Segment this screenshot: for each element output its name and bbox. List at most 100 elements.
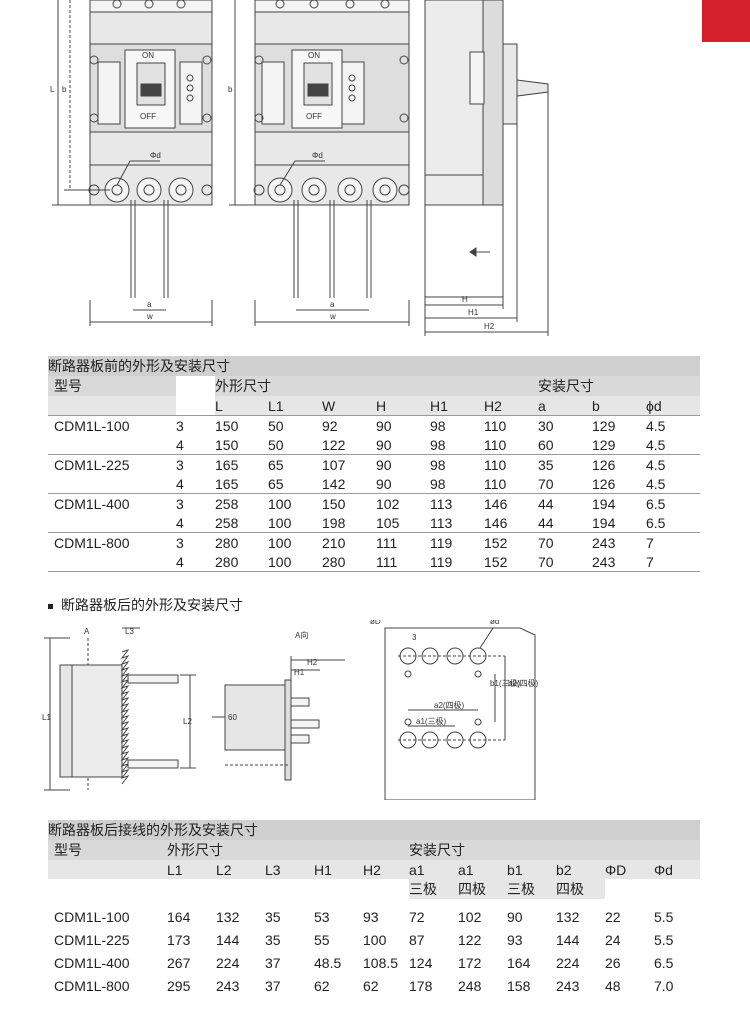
sixty-label: 60 [228,713,237,722]
value-cell: 144 [556,931,580,948]
header-model: 型号 [54,378,82,394]
a-label-4p: a [330,300,335,309]
poles-cell: 3 [176,454,215,474]
value-cell: 24 [605,931,621,948]
value-cell: 126 [592,454,646,474]
a2-label: a2(四极) [434,700,465,710]
value-cell: 37 [265,977,281,994]
value-cell: 119 [430,532,484,552]
value-cell: 4.5 [646,415,700,435]
model-cell: CDM1L-225 [48,454,176,474]
value-cell: 173 [167,931,191,948]
a-label: a [147,300,152,309]
value-cell: 4.5 [646,436,666,453]
bullet-square [48,603,53,609]
value-cell: 152 [484,552,538,572]
value-cell: 280 [215,552,268,572]
value-cell: 105 [376,514,400,531]
value-cell: 7 [646,552,700,572]
model-cell [48,513,176,533]
value-cell: 110 [484,454,538,474]
value-cell: 165 [215,454,268,474]
value-cell: 172 [458,954,482,971]
value-cell: 129 [592,415,646,435]
front-view-drawings: ON OFF ON OFF Φd Φd L b b a w a w H H1 H… [50,0,549,336]
value-cell: 146 [484,514,508,531]
value-cell: 243 [216,977,240,994]
model-cell: CDM1L-225 [54,931,130,948]
col-header: ΦD [605,860,654,879]
value-cell: 35 [265,908,281,925]
value-cell: 295 [167,977,191,994]
A-label: A [84,627,90,636]
value-cell: 243 [556,977,580,994]
header-mount: 安装尺寸 [538,378,594,394]
value-cell: 6.5 [654,954,674,971]
H2-label: H2 [484,322,495,331]
value-cell: 243 [592,532,646,552]
b-label: b [62,85,67,94]
model-cell: CDM1L-400 [54,954,130,971]
value-cell: 35 [265,931,281,948]
value-cell: 178 [409,977,433,994]
off-label-4p: OFF [306,112,322,121]
L1-rear-label: L1 [42,713,51,722]
value-cell: 142 [322,475,346,492]
value-cell: 90 [376,415,430,435]
header2-mount: 安装尺寸 [409,842,465,858]
value-cell: 210 [322,532,376,552]
L3-label: L3 [125,627,134,636]
value-cell: 280 [215,532,268,552]
value-cell: 164 [167,908,191,925]
b1-label: b1(三极) [490,678,521,688]
poles-cell: 4 [176,552,215,572]
value-cell: 150 [322,493,376,513]
table2-title: 断路器板后接线的外形及安装尺寸 [48,820,700,840]
value-cell: 124 [409,954,433,971]
H1-rear-label: H1 [294,668,305,677]
blank-cell [363,879,409,899]
value-cell: 4.5 [646,475,666,492]
model-cell: CDM1L-400 [48,493,176,513]
header2-dims: 外形尺寸 [167,842,223,858]
model-cell [48,474,176,494]
value-cell: 5.5 [654,908,674,925]
blank-cell [314,879,363,899]
value-cell: 164 [507,954,531,971]
value-cell: 194 [592,493,646,513]
value-cell: 65 [268,475,284,492]
od-label: ød [490,620,499,626]
section2-title: 断路器板后的外形及安装尺寸 [48,595,243,615]
rear-view-drawings: A L3 A向 H2 H1 L1 L2 60 øD ød 3 a2(四极) a1… [42,620,539,800]
value-cell: 50 [268,436,284,453]
value-cell: 152 [484,532,538,552]
value-cell: 62 [314,977,330,994]
phi-d-label: Φd [150,151,161,160]
value-cell: 110 [484,475,507,492]
col-header: W [322,396,376,416]
poles-cell: 4 [176,436,184,453]
value-cell: 87 [409,931,425,948]
col-header: L1 [167,860,216,879]
value-cell: 258 [215,493,268,513]
col-header: a1 [409,860,458,879]
value-cell: 108.5 [363,954,399,971]
col-header: a1 [458,860,507,879]
poles-cell: 4 [176,475,184,492]
value-cell: 26 [605,954,621,971]
value-cell: 100 [268,552,322,572]
value-cell: 100 [268,514,292,531]
value-cell: 6.5 [646,514,666,531]
value-cell: 267 [167,954,191,971]
subcol-header: 三极 [507,879,556,899]
L2-rear-label: L2 [183,717,192,726]
